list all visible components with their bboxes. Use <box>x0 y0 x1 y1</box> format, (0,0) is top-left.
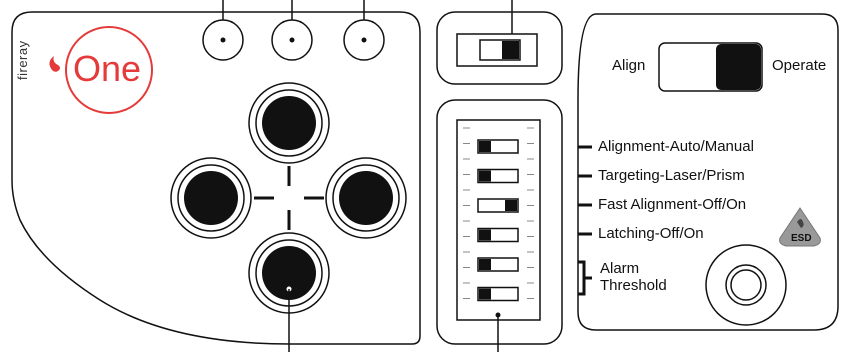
small-buttons <box>202 19 385 61</box>
esd-badge-text: ESD <box>791 233 812 244</box>
dip-switch-5[interactable] <box>477 257 519 272</box>
dip-label-4: Latching-Off/On <box>598 225 704 242</box>
flame-icon <box>49 56 60 72</box>
reset-button-bezel <box>705 244 787 326</box>
right-panel-outline <box>577 13 839 331</box>
dip-switch-6[interactable] <box>477 286 519 302</box>
dip-switch-knob <box>479 170 491 182</box>
dip-switch-knob <box>479 141 491 152</box>
dip-tick-marks <box>463 127 534 299</box>
brand-name: fireray <box>15 40 30 80</box>
esd-warning-icon <box>779 207 821 247</box>
dip-switch-4[interactable] <box>477 227 519 243</box>
dip-switch-knob <box>479 259 491 270</box>
alarm-label-line1: Alarm <box>600 260 640 277</box>
alarm-bracket <box>578 260 586 296</box>
dip-switch-bank <box>477 139 519 302</box>
dip-switch-panel <box>436 99 563 345</box>
dip-switch-1[interactable] <box>477 139 519 154</box>
dpad-left-button[interactable] <box>170 157 252 239</box>
mode-left-label: Align <box>612 57 646 74</box>
dip-label-2: Targeting-Laser/Prism <box>598 167 745 184</box>
left-panel-outline <box>11 11 421 345</box>
brand-logo-ring <box>65 26 153 114</box>
mode-toggle-knob <box>716 44 761 90</box>
direction-pad <box>170 82 407 314</box>
dip-switch-2[interactable] <box>477 168 519 184</box>
dip-switch-knob <box>505 200 517 211</box>
dpad-up-button[interactable] <box>248 82 330 164</box>
dip-label-3: Fast Alignment-Off/On <box>598 196 747 213</box>
dpad-right-button[interactable] <box>325 157 407 239</box>
dip-label-1: Alignment-Auto/Manual <box>598 138 754 155</box>
top-switch-panel <box>436 11 563 85</box>
alarm-label-line2: Threshold <box>600 277 667 294</box>
dip-switch-knob <box>479 288 491 300</box>
dip-switch-knob <box>479 229 491 241</box>
dip-switch-3[interactable] <box>477 198 519 213</box>
dpad-down-button[interactable] <box>248 232 330 314</box>
brand-product: One <box>73 48 142 89</box>
mode-right-label: Operate <box>772 57 827 74</box>
